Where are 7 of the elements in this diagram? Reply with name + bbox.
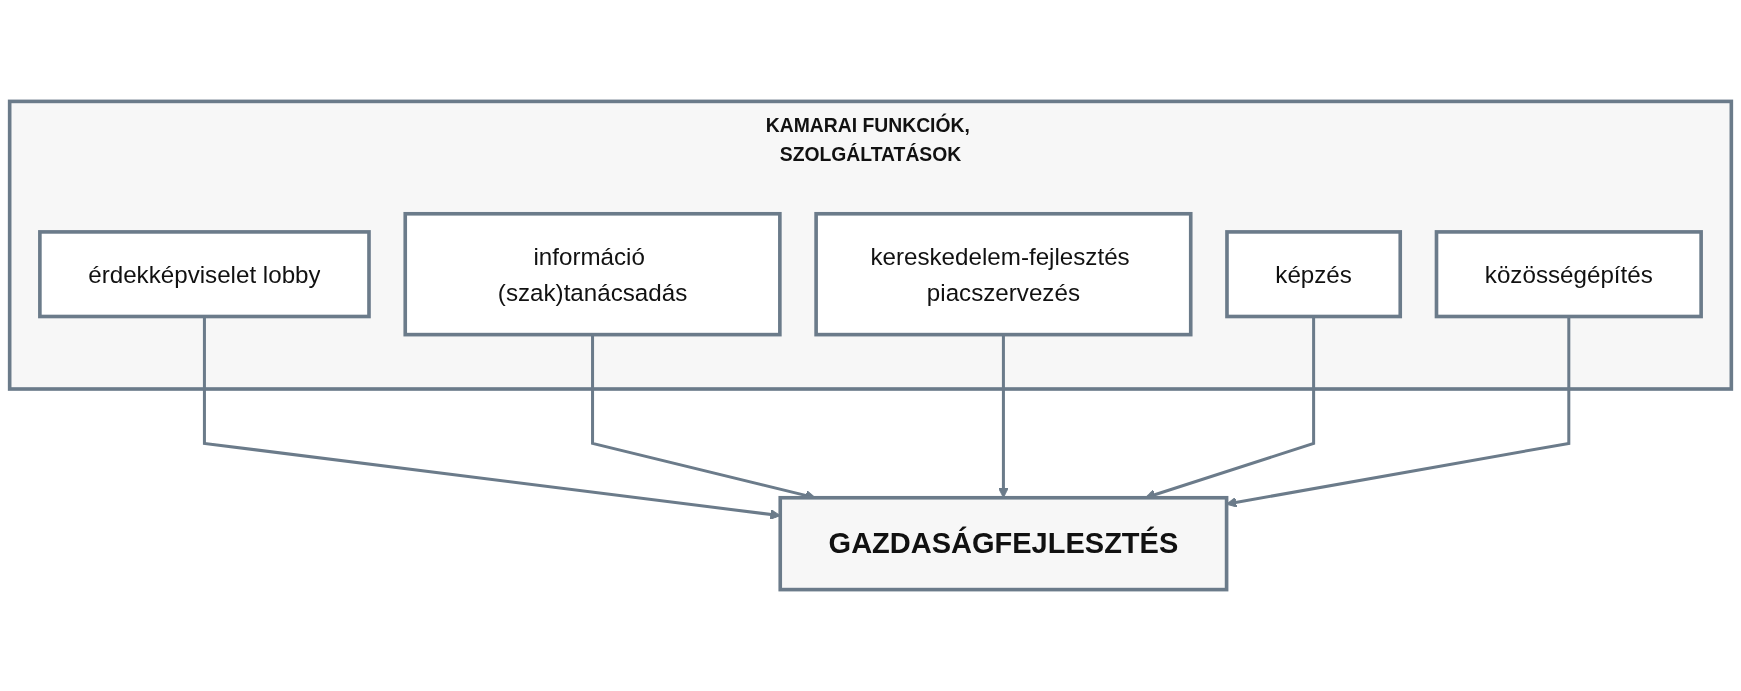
- arrow: [1226, 316, 1571, 508]
- node-box: információ (szak)tanácsadás: [403, 211, 782, 337]
- node-box: kereskedelem-fejlesztés piacszervezés: [814, 211, 1193, 337]
- node-box: közösségépítés: [1434, 230, 1703, 319]
- node-box: érdekképviselet lobby: [38, 230, 371, 319]
- node-box: képzés: [1225, 230, 1403, 319]
- node-box: GAZDASÁGFEJLESZTÉS: [778, 495, 1229, 592]
